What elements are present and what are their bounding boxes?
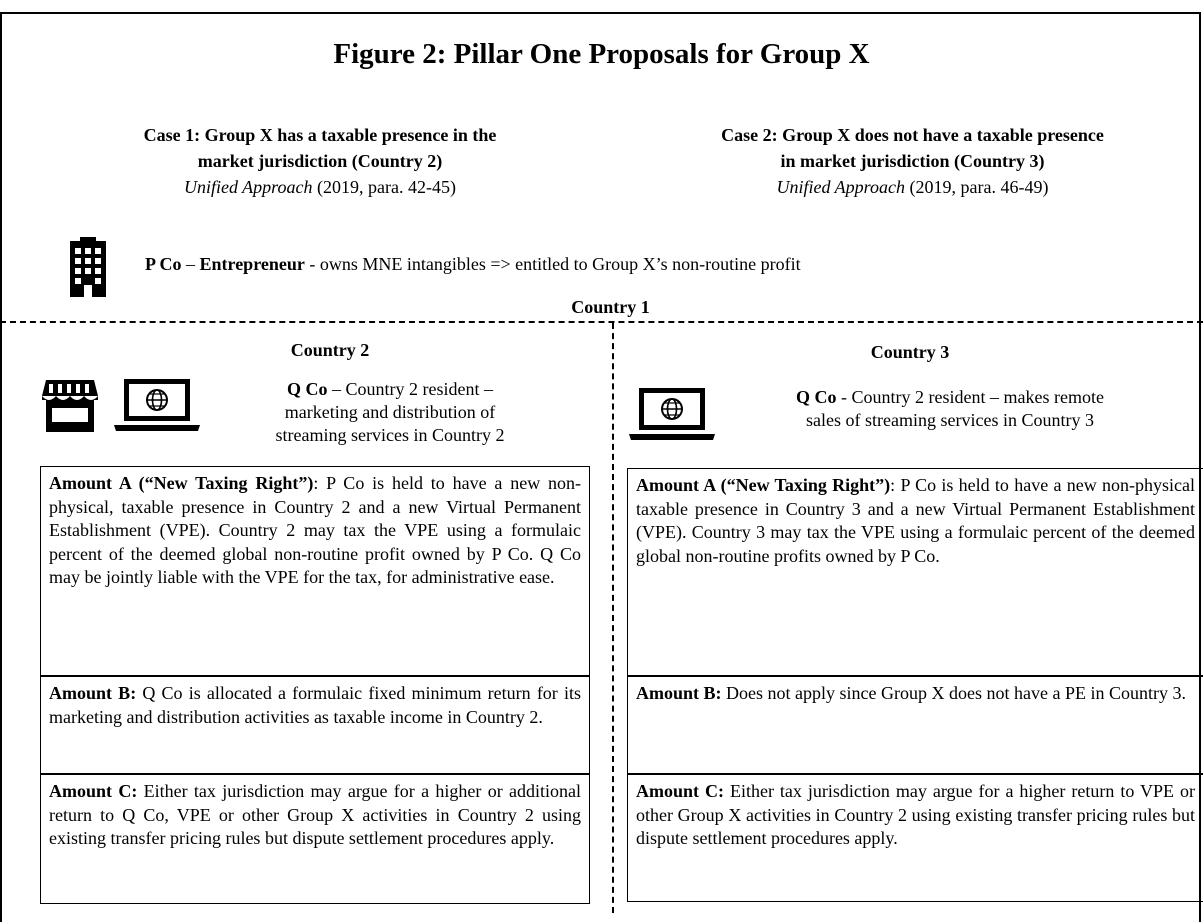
country-3-entity-line-1: Q Co - Country 2 resident – makes remote bbox=[740, 386, 1160, 409]
building-icon bbox=[70, 237, 106, 297]
country-2-amount-b-label: Amount B: bbox=[49, 683, 137, 703]
country-2-amount-a-label: Amount A (“New Taxing Right”) bbox=[49, 473, 314, 493]
country-1-label: Country 1 bbox=[571, 297, 650, 317]
case-2-reference-title: Unified Approach bbox=[776, 177, 906, 197]
entrepreneur-dash: – bbox=[181, 254, 200, 274]
figure-title: Figure 2: Pillar One Proposals for Group… bbox=[333, 38, 870, 70]
country-3-entity-name: Q Co bbox=[796, 387, 837, 407]
country-2-entity-line-2: marketing and distribution of bbox=[284, 402, 496, 422]
case-1-title-line-2: market jurisdiction (Country 2) bbox=[197, 151, 443, 171]
entrepreneur-description: P Co – Entrepreneur - owns MNE intangibl… bbox=[145, 254, 801, 275]
country-2-amount-b-box: Amount B: Q Co is allocated a formulaic … bbox=[40, 676, 590, 774]
country-2-amount-b-text: Q Co is allocated a formulaic fixed mini… bbox=[49, 683, 581, 727]
storefront-icon bbox=[42, 380, 98, 432]
case-1-reference: Unified Approach (2019, para. 42-45) bbox=[60, 174, 580, 200]
country-2-label: Country 2 bbox=[290, 340, 370, 360]
case-2-reference-paras: (2019, para. 46-49) bbox=[905, 177, 1049, 197]
country-3-amount-c-box: Amount C: Either tax jurisdiction may ar… bbox=[627, 774, 1203, 902]
horizontal-dashed-divider bbox=[0, 321, 1203, 323]
vertical-dashed-divider bbox=[612, 323, 614, 913]
laptop-globe-icon bbox=[629, 388, 715, 440]
country-3-amount-a-text: : P Co is held to have a new non-physica… bbox=[636, 475, 1195, 566]
country-2-amount-c-box: Amount C: Either tax jurisdiction may ar… bbox=[40, 774, 590, 904]
country-3-amount-a-box: Amount A (“New Taxing Right”): P Co is h… bbox=[627, 468, 1203, 676]
case-1-reference-paras: (2019, para. 42-45) bbox=[312, 177, 456, 197]
country-3-amount-b-label: Amount B: bbox=[636, 683, 722, 703]
case-2-title-line-1: Case 2: Group X does not have a taxable … bbox=[721, 125, 1104, 145]
case-1-reference-title: Unified Approach bbox=[184, 177, 313, 197]
country-2-entity-line-3: streaming services in Country 2 bbox=[275, 425, 505, 445]
country-3-entity-text-1: - Country 2 resident – makes remote bbox=[836, 387, 1104, 407]
country-2-amount-c-text: Either tax jurisdiction may argue for a … bbox=[49, 781, 581, 848]
case-2-reference: Unified Approach (2019, para. 46-49) bbox=[650, 174, 1175, 200]
country-2-amount-a-box: Amount A (“New Taxing Right”): P Co is h… bbox=[40, 466, 590, 676]
country-2-entity-name: Q Co bbox=[287, 379, 328, 399]
country-2-amount-a-text: : P Co is held to have a new non-physica… bbox=[49, 473, 582, 587]
entrepreneur-text: - owns MNE intangibles => entitled to Gr… bbox=[304, 254, 801, 274]
country-3-entity-line-2: sales of streaming services in Country 3 bbox=[806, 410, 1094, 430]
country-2-entity: Q Co – Country 2 resident – marketing an… bbox=[240, 378, 540, 447]
case-2-title-line-2: in market jurisdiction (Country 3) bbox=[780, 151, 1045, 171]
country-3-amount-a-label: Amount A (“New Taxing Right”) bbox=[636, 475, 891, 495]
country-2-amount-c-label: Amount C: bbox=[49, 781, 138, 801]
case-2-header: Case 2: Group X does not have a taxable … bbox=[650, 122, 1175, 200]
country-3-amount-b-box: Amount B: Does not apply since Group X d… bbox=[627, 676, 1203, 774]
entrepreneur-name: P Co bbox=[145, 254, 182, 274]
country-3-label: Country 3 bbox=[870, 342, 950, 362]
case-1-header: Case 1: Group X has a taxable presence i… bbox=[60, 122, 580, 200]
country-3-amount-b-text: Does not apply since Group X does not ha… bbox=[721, 683, 1186, 703]
entrepreneur-role: Entrepreneur bbox=[199, 254, 305, 274]
laptop-globe-icon bbox=[114, 379, 200, 431]
country-2-entity-text-1: – Country 2 resident – bbox=[327, 379, 493, 399]
country-3-entity: Q Co - Country 2 resident – makes remote… bbox=[740, 386, 1160, 432]
country-2-entity-line-1: Q Co – Country 2 resident – bbox=[240, 378, 540, 401]
country-3-amount-c-label: Amount C: bbox=[636, 781, 724, 801]
country-3-amount-c-text: Either tax jurisdiction may argue for a … bbox=[636, 781, 1195, 848]
case-1-title-line-1: Case 1: Group X has a taxable presence i… bbox=[143, 125, 497, 145]
figure-frame bbox=[0, 12, 1201, 922]
